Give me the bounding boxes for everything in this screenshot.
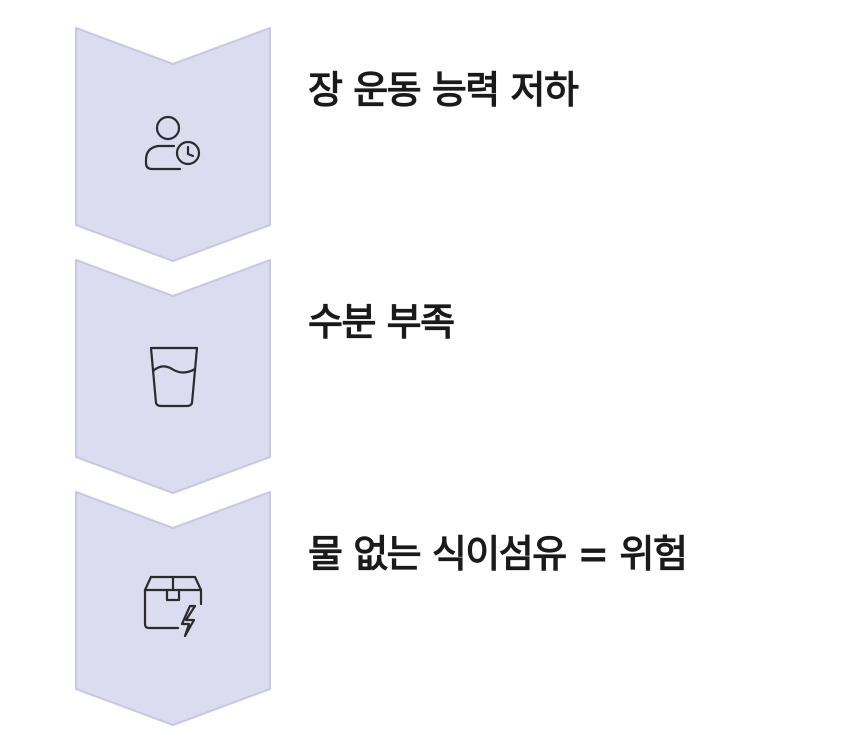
water-glass-icon xyxy=(149,346,199,408)
step-3-chevron xyxy=(75,491,271,726)
step-3-label: 물 없는 식이섬유 = 위험 xyxy=(308,532,688,576)
step-1-label: 장 운동 능력 저하 xyxy=(308,68,579,112)
step-1: 장 운동 능력 저하 xyxy=(0,27,860,262)
step-3: 물 없는 식이섬유 = 위험 xyxy=(0,491,860,726)
step-1-chevron xyxy=(75,27,271,262)
box-lightning-icon xyxy=(143,575,203,638)
person-clock-icon xyxy=(144,115,201,171)
step-2: 수분 부족 xyxy=(0,259,860,494)
step-2-label: 수분 부족 xyxy=(308,300,455,344)
step-2-chevron xyxy=(75,259,271,494)
